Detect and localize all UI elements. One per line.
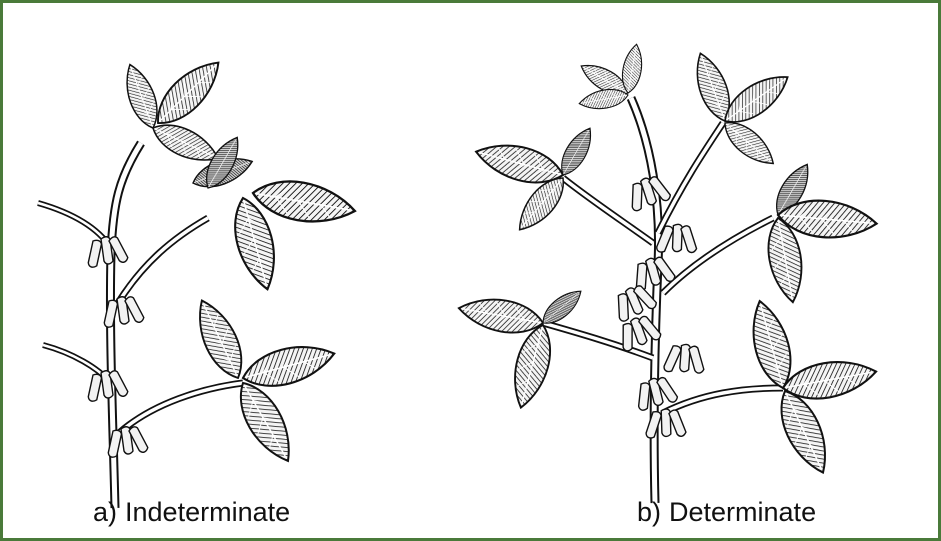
indeterminate-plant-drawing	[38, 51, 358, 508]
panel-b-letter: b)	[637, 497, 661, 527]
plant-illustrations	[3, 3, 938, 538]
panel-a-letter: a)	[93, 497, 117, 527]
determinate-plant-drawing	[456, 43, 879, 503]
panel-b-title: Determinate	[669, 497, 816, 527]
panel-a-title: Indeterminate	[125, 497, 290, 527]
panel-b-caption: b) Determinate	[637, 497, 816, 528]
panel-a-caption: a) Indeterminate	[93, 497, 290, 528]
